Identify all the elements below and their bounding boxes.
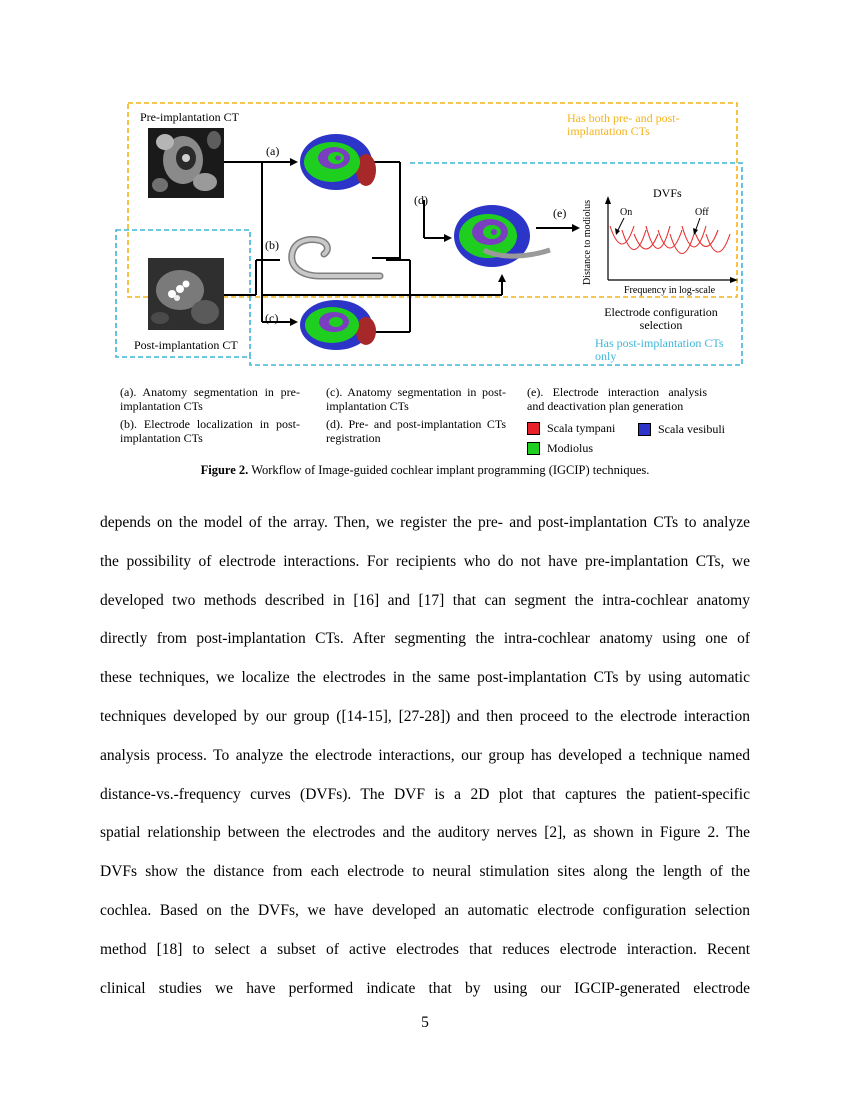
pre-ct-label: Pre-implantation CT <box>140 110 239 124</box>
caption-a: (a). Anatomy segmentation in pre-implant… <box>120 385 300 413</box>
caption-c: (c). Anatomy segmentation in post-implan… <box>326 385 506 413</box>
body-line: spatial relationship between the electro… <box>100 824 750 842</box>
body-line: developed two methods described in [16] … <box>100 591 750 609</box>
workflow-figure: Pre-implantation CT Post-implantation CT… <box>0 0 850 470</box>
dvf-off-label: Off <box>695 207 709 218</box>
dvf-curve <box>669 233 695 255</box>
step-a-label: (a) <box>266 144 280 158</box>
dvf-curve <box>645 225 671 249</box>
legend-scala-tympani: Scala tympani <box>527 421 615 436</box>
legend-modiolus-label: Modiolus <box>547 441 594 455</box>
body-paragraph: depends on the model of the array. Then,… <box>100 512 750 1016</box>
dvf-on-label: On <box>620 207 633 218</box>
body-line: method [18] to select a subset of active… <box>100 940 750 958</box>
dvf-x-axis-label: Frequency in log-scale <box>624 285 716 296</box>
body-line: DVFs show the distance from each electro… <box>100 863 750 881</box>
legend-modiolus: Modiolus <box>527 441 593 456</box>
scala-vestibuli-swatch <box>638 423 651 436</box>
pre-and-post-region-box <box>127 102 738 298</box>
dvf-y-axis-label: Distance to modiolus <box>582 200 593 285</box>
body-line: the possibility of electrode interaction… <box>100 552 750 570</box>
post-implantation-ct-image <box>148 258 224 330</box>
body-line: techniques developed by our group ([14-1… <box>100 707 750 725</box>
dvf-curves <box>609 225 731 255</box>
legend-scala-vestibuli: Scala vesibuli <box>638 422 725 437</box>
caption-e: (e). Electrode interaction analysis and … <box>527 385 707 413</box>
electrode-config-label: Electrode configuration selection <box>604 305 718 332</box>
legend-scala-tympani-label: Scala tympani <box>547 421 616 435</box>
body-line: analysis process. To analyze the electro… <box>100 746 750 764</box>
caption-d: (d). Pre- and post-implantation CTs regi… <box>326 417 506 445</box>
post-ct-label: Post-implantation CT <box>134 338 238 352</box>
pre-implantation-ct-image <box>148 128 224 198</box>
electrode-array-model <box>288 236 384 280</box>
dvf-curve <box>705 233 731 253</box>
dvf-curve <box>621 229 647 251</box>
legend-scala-vestibuli-label: Scala vesibuli <box>658 422 725 436</box>
body-line: these techniques, we localize the electr… <box>100 669 750 687</box>
workflow-arrowheads <box>290 158 580 326</box>
figure-caption: Figure 2. Workflow of Image-guided cochl… <box>0 463 850 478</box>
body-line: cochlea. Based on the DVFs, we have deve… <box>100 901 750 919</box>
dvf-curve <box>657 229 683 249</box>
cochlea-model-c <box>300 300 376 350</box>
post-only-region-label: Has post-implantation CTs only <box>595 336 724 363</box>
modiolus-swatch <box>527 442 540 455</box>
dvf-plot <box>605 196 738 283</box>
figure-caption-label: Figure 2. <box>200 463 249 477</box>
post-only-region-outline <box>249 162 743 366</box>
dvf-curve <box>609 225 635 245</box>
step-d-label: (d) <box>414 193 428 207</box>
post-only-region-box <box>115 229 251 358</box>
pre-and-post-region-label: Has both pre- and post- implantation CTs <box>567 111 680 138</box>
body-line: clinical studies we have performed indic… <box>100 979 750 997</box>
cochlea-model-a <box>300 134 376 190</box>
dvf-curve <box>633 233 659 250</box>
step-e-label: (e) <box>553 206 567 220</box>
workflow-connectors <box>224 161 572 333</box>
scala-tympani-swatch <box>527 422 540 435</box>
figure-caption-text: Workflow of Image-guided cochlear implan… <box>248 463 650 477</box>
caption-b: (b). Electrode localization in post-impl… <box>120 417 300 445</box>
cochlea-model-registered <box>454 205 551 267</box>
workflow-diagram <box>115 102 743 366</box>
dvf-curve <box>693 229 719 248</box>
body-line: distance-vs.-frequency curves (DVFs). Th… <box>100 785 750 803</box>
body-line: depends on the model of the array. Then,… <box>100 514 750 531</box>
body-line: directly from post-implantation CTs. Aft… <box>100 630 750 648</box>
dvf-curve <box>681 225 707 248</box>
step-b-label: (b) <box>265 238 279 252</box>
dvf-title: DVFs <box>653 186 682 200</box>
step-c-label: (c) <box>265 311 279 325</box>
page-number: 5 <box>421 1014 429 1031</box>
